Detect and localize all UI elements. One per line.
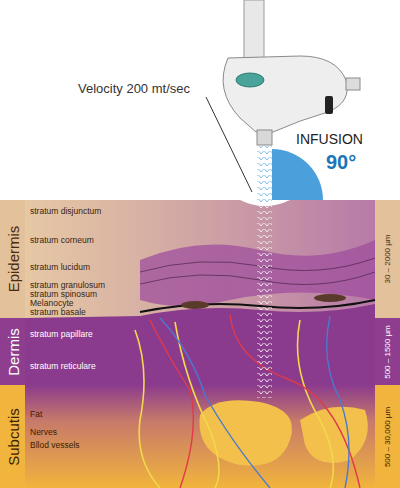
- layer-label: stratum reticulare: [30, 362, 96, 371]
- angle-value: 90°: [326, 152, 356, 172]
- layer-name-tab: Dermis: [0, 318, 25, 385]
- layer-label: Bllod vessels: [30, 441, 80, 450]
- layer-label: stratum corneum: [30, 236, 94, 245]
- layer-label: stratum papillare: [30, 330, 93, 339]
- thickness-range-tab: 30 – 2000 µm: [375, 200, 400, 318]
- thickness-range: 500 – 1500 µm: [384, 325, 392, 379]
- thickness-range: 500 – 30,000 µm: [384, 406, 392, 466]
- layer-label: Nerves: [30, 428, 57, 437]
- skin-layer-band: Dermis 500 – 1500 µm: [0, 318, 400, 385]
- layer-name: Epidermis: [5, 226, 20, 293]
- layer-label: stratum basale: [30, 308, 86, 317]
- layer-label: stratum disjunctum: [30, 207, 101, 216]
- layer-name-tab: Subcutis: [0, 385, 25, 488]
- skin-layer-band: Subcutis 500 – 30,000 µm: [0, 385, 400, 488]
- thickness-range-tab: 500 – 30,000 µm: [375, 385, 400, 488]
- velocity-note: Velocity 200 mt/sec: [78, 82, 190, 95]
- angle-title: INFUSION: [296, 132, 363, 146]
- layer-label: stratum spinosum: [30, 290, 97, 299]
- layer-name: Dermis: [5, 328, 20, 376]
- layer-label: Fat: [30, 410, 42, 419]
- layer-label: stratum lucidum: [30, 263, 90, 272]
- layer-name: Subcutis: [5, 408, 20, 466]
- layer-name-tab: Epidermis: [0, 200, 25, 318]
- layer-label: stratum granulosum: [30, 281, 105, 290]
- thickness-range: 30 – 2000 µm: [384, 234, 392, 283]
- layer-label: Melanocyte: [30, 299, 73, 308]
- thickness-range-tab: 500 – 1500 µm: [375, 318, 400, 385]
